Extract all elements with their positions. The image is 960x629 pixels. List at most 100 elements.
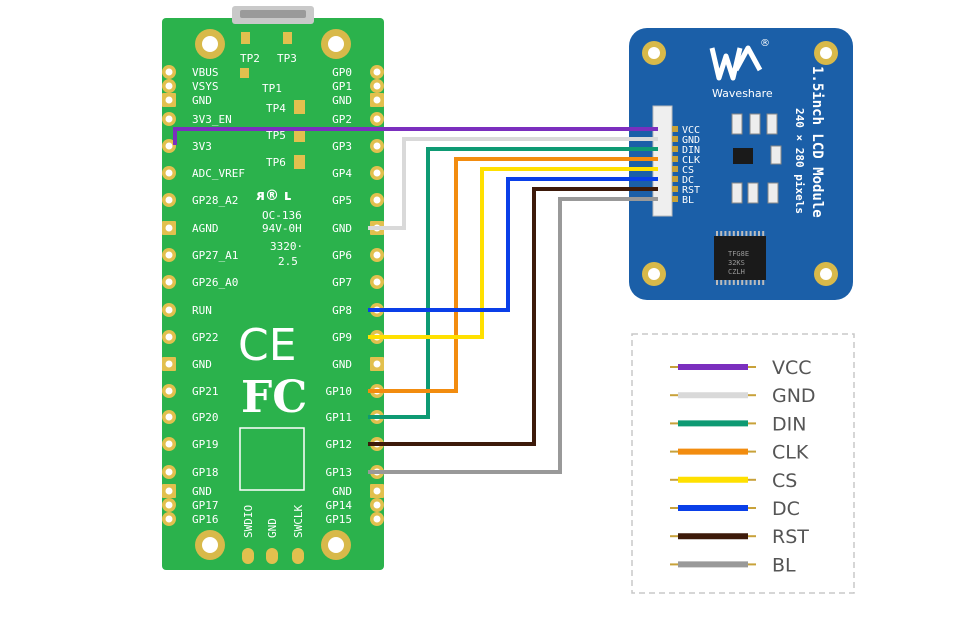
pico-left-pin-label: ADC_VREF xyxy=(192,167,245,180)
svg-text:®: ® xyxy=(760,38,770,49)
pico-left-pin-label: GP22 xyxy=(192,331,219,344)
lcd-pin-label: GND xyxy=(682,135,700,146)
pico-right-pin-label: GP2 xyxy=(332,113,352,126)
legend-label: DIN xyxy=(772,413,806,435)
pico-right-pin-label: GP5 xyxy=(332,194,352,207)
pico-right-pin-label: GP11 xyxy=(326,411,353,424)
test-pad xyxy=(283,32,292,44)
fc-mark: FC xyxy=(241,372,307,423)
connector-pin xyxy=(672,186,678,192)
pico-right-pin-label: GP15 xyxy=(326,513,353,526)
legend-label: CLK xyxy=(772,442,809,464)
marking-25: 2.5 xyxy=(278,255,298,268)
test-pad xyxy=(294,100,305,114)
wire-gnd xyxy=(368,137,658,230)
transistor xyxy=(733,148,753,164)
pico-right-pin-label: GP7 xyxy=(332,276,352,289)
pico-right-pin-label: GP4 xyxy=(332,167,352,180)
debug-pin-label: GND xyxy=(266,518,279,538)
lcd-resolution: 240 × 280 pixels xyxy=(793,108,806,214)
pico-left-pin-label: GND xyxy=(192,94,212,107)
debug-pin-pad xyxy=(242,548,254,564)
lcd-title: 1.5inch LCD Module xyxy=(809,66,825,218)
test-pad xyxy=(241,32,250,44)
wires xyxy=(173,127,658,474)
legend-item: GND xyxy=(670,385,816,407)
legend-item: DIN xyxy=(670,413,806,435)
pico-right-pin-label: GP8 xyxy=(332,304,352,317)
debug-pin-label: SWCLK xyxy=(292,505,305,538)
connector-pin xyxy=(672,196,678,202)
marking-oc: OC-136 xyxy=(262,209,302,222)
pico-left-pin-label: GP21 xyxy=(192,385,219,398)
test-pad xyxy=(240,68,249,78)
pico-left-pin-label: GP20 xyxy=(192,411,219,424)
legend-item: CLK xyxy=(670,442,809,464)
connector-pin xyxy=(672,156,678,162)
debug-pin-label: SWDIO xyxy=(242,505,255,538)
legend-item: RST xyxy=(670,526,809,548)
lcd-pin-label: DC xyxy=(682,175,694,186)
pico-left-pin-label: GP18 xyxy=(192,466,219,479)
chip-text-2: 32KS xyxy=(728,259,745,267)
legend-item: DC xyxy=(670,498,800,520)
chip-text-1: TFG8E xyxy=(728,250,749,258)
tp5-label: TP5 xyxy=(266,129,286,142)
pico-left-pin-label: 3V3 xyxy=(192,140,212,153)
legend-label: RST xyxy=(772,526,809,548)
wire-bl xyxy=(368,197,658,474)
connector-pin xyxy=(672,146,678,152)
lcd-pin-label: CS xyxy=(682,165,694,176)
wire-clk xyxy=(368,157,658,393)
pico-right-pin-label: GP9 xyxy=(332,331,352,344)
legend: VCC GND DIN CLK CS DC RST BL xyxy=(631,333,855,594)
pico-right-pin-label: GP10 xyxy=(326,385,353,398)
pico-left-pin-label: RUN xyxy=(192,304,212,317)
tp6-label: TP6 xyxy=(266,156,286,169)
pico-left-pin-label: GP16 xyxy=(192,513,219,526)
wire-vcc xyxy=(173,127,658,145)
pico-left-pin-label: GND xyxy=(192,485,212,498)
legend-label: GND xyxy=(772,385,816,407)
legend-item: BL xyxy=(670,554,796,576)
pico-left-pin-label: VBUS xyxy=(192,66,219,79)
lcd-pin-label: DIN xyxy=(682,145,700,156)
label-box xyxy=(239,427,305,491)
connector-pin xyxy=(672,176,678,182)
pico-left-pin-label: AGND xyxy=(192,222,219,235)
connector-pin xyxy=(672,136,678,142)
pico-right-pin-label: GP14 xyxy=(326,499,353,512)
pico-left-pin-label: GP19 xyxy=(192,438,219,451)
legend-box xyxy=(631,333,855,594)
pico-right-pin-label: GND xyxy=(332,358,352,371)
pico-right-pin-label: GP13 xyxy=(326,466,353,479)
wire-din xyxy=(368,147,658,419)
debug-pin-pad xyxy=(266,548,278,564)
lcd-pin-label: CLK xyxy=(682,155,700,166)
test-pad xyxy=(294,155,305,169)
legend-label: CS xyxy=(772,470,797,492)
pico-right-pin-label: GP12 xyxy=(326,438,353,451)
lcd-module: ® Waveshare 1.5inch LCD Module 240 × 280… xyxy=(629,28,853,300)
pico-left-pin-label: GND xyxy=(192,358,212,371)
tp2-label: TP2 xyxy=(240,52,260,65)
ul-mark: ᴙ® ʟ xyxy=(256,188,291,204)
legend-label: BL xyxy=(772,554,796,576)
pico-left-pin-label: GP26_A0 xyxy=(192,276,238,289)
pico-right-pin-label: GP3 xyxy=(332,140,352,153)
legend-item: VCC xyxy=(670,357,812,379)
pico-right-pin-label: GND xyxy=(332,222,352,235)
pico-left-pin-label: VSYS xyxy=(192,80,219,93)
lcd-pin-label: VCC xyxy=(682,125,700,136)
wire-dc xyxy=(368,177,658,312)
wire-rst xyxy=(368,187,658,446)
ce-mark: CE xyxy=(238,320,297,371)
pico-board: VBUSVSYSGND3V3_EN3V3ADC_VREFGP28_A2AGNDG… xyxy=(162,6,384,570)
marking-3320: 3320· xyxy=(270,240,303,253)
legend-item: CS xyxy=(670,470,797,492)
pico-right-pin-label: GND xyxy=(332,94,352,107)
connector-pin xyxy=(672,126,678,132)
pico-left-pin-label: GP28_A2 xyxy=(192,194,238,207)
legend-label: VCC xyxy=(772,357,812,379)
